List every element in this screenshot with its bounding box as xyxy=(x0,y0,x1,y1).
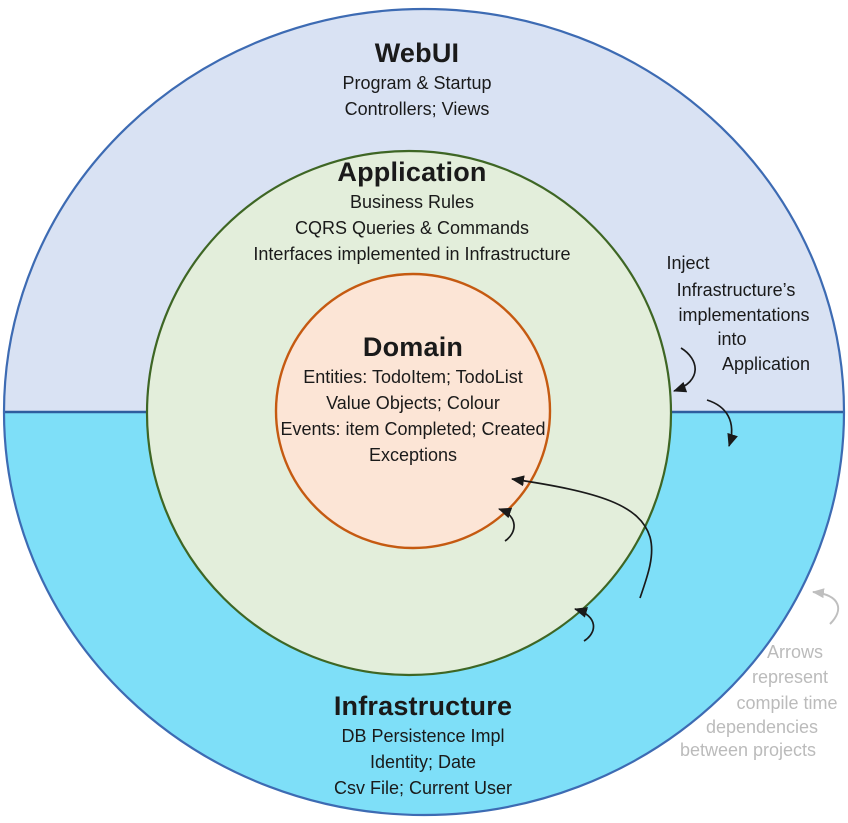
arrow-webui-to-application xyxy=(673,347,696,393)
dependency-arrows xyxy=(498,347,738,642)
arrow-infrastructure-to-application xyxy=(574,607,595,642)
arrow-application-to-domain xyxy=(498,507,515,542)
domain-circle xyxy=(274,272,552,550)
outer-circle-border xyxy=(2,7,846,817)
arrow-infrastructure-to-domain xyxy=(511,475,653,599)
legend-example-arrow xyxy=(812,588,840,625)
arrow-webui-to-infrastructure xyxy=(706,399,738,447)
